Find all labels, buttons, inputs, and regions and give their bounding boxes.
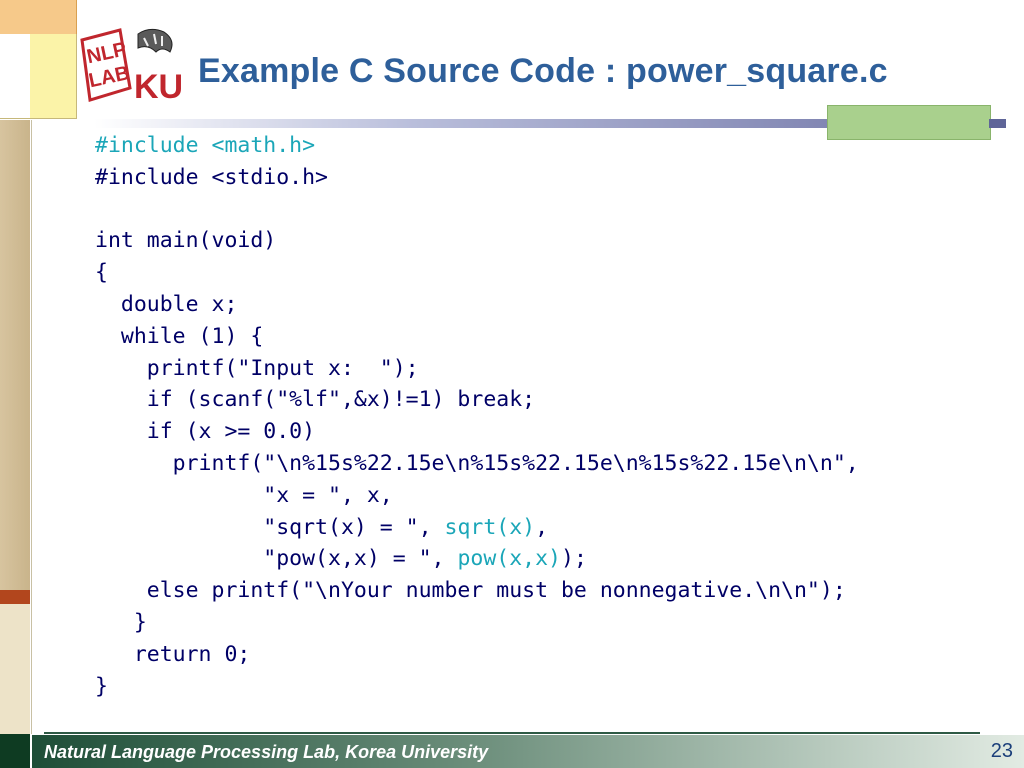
code-text: ); bbox=[561, 546, 587, 572]
code-line: "pow(x,x) = ", pow(x,x)); bbox=[95, 543, 859, 575]
code-text: if (x >= 0.0) bbox=[95, 419, 316, 445]
nlp-lab-logo: NLP LAB KU bbox=[80, 28, 182, 104]
code-text: "x = ", x, bbox=[95, 482, 393, 508]
left-band-tan bbox=[0, 120, 30, 590]
code-text: double x; bbox=[95, 291, 238, 317]
code-line: "x = ", x, bbox=[95, 480, 859, 512]
code-line: #include <math.h> bbox=[95, 130, 859, 162]
code-line: { bbox=[95, 257, 859, 289]
code-highlight: pow(x,x) bbox=[457, 546, 561, 572]
code-text: return 0; bbox=[95, 641, 251, 667]
code-line: else printf("\nYour number must be nonne… bbox=[95, 575, 859, 607]
code-text: int main(void) bbox=[95, 228, 277, 254]
corner-white-block bbox=[0, 34, 31, 119]
code-line: while (1) { bbox=[95, 321, 859, 353]
left-band-light bbox=[0, 604, 30, 734]
code-text: } bbox=[95, 673, 108, 699]
footer-rule bbox=[44, 732, 980, 734]
code-text: if (scanf("%lf",&x)!=1) break; bbox=[95, 387, 536, 413]
code-text: { bbox=[95, 260, 108, 286]
code-line: #include <stdio.h> bbox=[95, 162, 859, 194]
code-text: , bbox=[535, 514, 549, 540]
code-text: else printf("\nYour number must be nonne… bbox=[95, 578, 846, 604]
code-line: return 0; bbox=[95, 639, 859, 671]
code-line: "sqrt(x) = ", sqrt(x), bbox=[95, 512, 859, 544]
code-block: #include <math.h> #include <stdio.h> int m… bbox=[95, 130, 859, 702]
page-number: 23 bbox=[990, 740, 1013, 762]
corner-orange-block bbox=[0, 0, 77, 35]
left-band-dark bbox=[0, 734, 30, 768]
code-line: } bbox=[95, 607, 859, 639]
code-text: while (1) { bbox=[95, 323, 264, 349]
left-band-accent bbox=[0, 590, 30, 604]
footer-bar bbox=[32, 735, 1024, 768]
footer-text: Natural Language Processing Lab, Korea U… bbox=[44, 742, 489, 762]
code-text: } bbox=[95, 609, 147, 635]
code-highlight: #include <math.h> bbox=[95, 133, 316, 158]
corner-yellow-block bbox=[30, 34, 77, 119]
code-line: } bbox=[95, 671, 859, 703]
code-text: printf("Input x: "); bbox=[95, 355, 419, 381]
code-text: #include <stdio.h> bbox=[95, 164, 328, 190]
code-line: printf("\n%15s%22.15e\n%15s%22.15e\n%15s… bbox=[95, 448, 859, 480]
code-line: if (scanf("%lf",&x)!=1) break; bbox=[95, 384, 859, 416]
code-line: printf("Input x: "); bbox=[95, 353, 859, 385]
code-text: "sqrt(x) = ", bbox=[95, 514, 445, 540]
code-text: printf("\n%15s%22.15e\n%15s%22.15e\n%15s… bbox=[95, 450, 859, 476]
code-line bbox=[95, 194, 859, 226]
title-bar-tail bbox=[989, 119, 1006, 128]
code-line: int main(void) bbox=[95, 225, 859, 257]
title-underline-bar bbox=[94, 119, 1006, 128]
title-accent-box bbox=[827, 105, 991, 140]
code-line: if (x >= 0.0) bbox=[95, 416, 859, 448]
slide-title: Example C Source Code : power_square.c bbox=[198, 52, 888, 90]
left-divider-line bbox=[31, 120, 32, 734]
code-highlight: sqrt(x) bbox=[444, 514, 536, 540]
code-line: double x; bbox=[95, 289, 859, 321]
code-text: "pow(x,x) = ", bbox=[95, 546, 458, 572]
svg-text:KU: KU bbox=[134, 68, 182, 104]
